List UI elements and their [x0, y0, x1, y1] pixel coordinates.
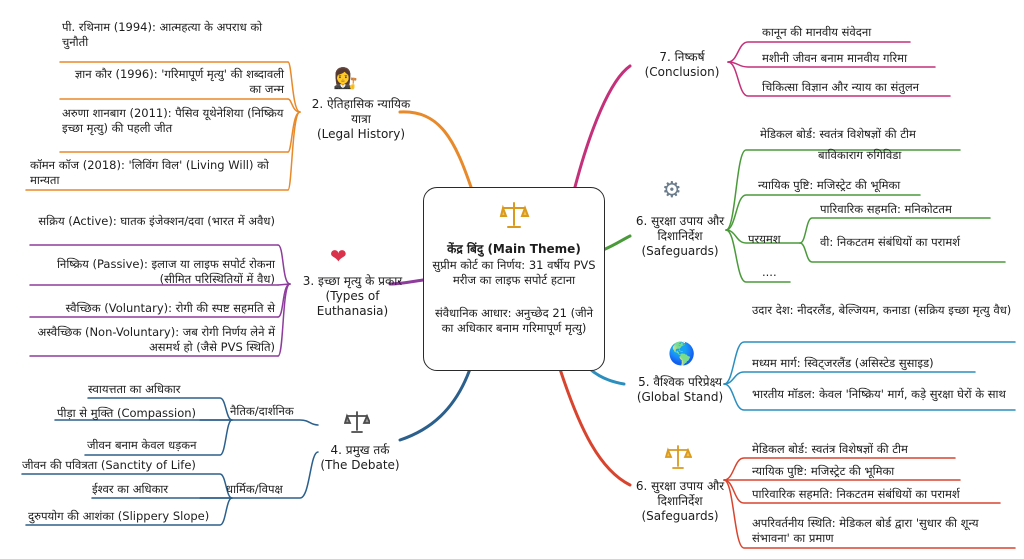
legal-history-item: अरुणा शानबाग (2011): पैसिव यूथेनेशिया (न…	[62, 106, 284, 135]
legal-history-item: पी. रथिनाम (1994): आत्महत्या के अपराध को…	[62, 20, 263, 49]
safeguards-top-title: 6. सुरक्षा उपाय और दिशानिर्देश	[635, 214, 725, 243]
conclusion-hub: 7. निष्कर्ष (Conclusion)	[632, 50, 732, 80]
safeguards-top-item: मेडिकल बोर्ड: स्वतंत्र विशेषज्ञों की टीम	[760, 127, 916, 141]
safeguards-top-subtitle: (Safeguards)	[641, 244, 719, 258]
safeguards-top-item: न्यायिक पुष्टि: मजिस्ट्रेट की भूमिका	[758, 178, 901, 192]
types-item: सक्रिय (Active): घातक इंजेक्शन/दवा (भारत…	[38, 214, 275, 228]
debate-group-label: नैतिक/दार्शनिक	[230, 404, 294, 418]
safeguards-bottom-item: मेडिकल बोर्ड: स्वतंत्र विशेषज्ञों की टीम	[752, 442, 908, 456]
global-subtitle: (Global Stand)	[636, 390, 724, 404]
judge-icon: 👩‍⚖️	[333, 66, 358, 90]
global-item: उदार देश: नीदरलैंड, बेल्जियम, कनाडा (सक्…	[752, 303, 1012, 317]
central-constitutional-text: संवैधानिक आधार: अनुच्छेद 21 (जीने का अधि…	[435, 306, 593, 335]
debate-item: जीवन की पवित्रता (Sanctity of Life)	[22, 458, 196, 472]
conclusion-item: चिकित्सा विज्ञान और न्याय का संतुलन	[762, 80, 920, 94]
legal-history-title: 2. ऐतिहासिक न्यायिक यात्रा	[311, 97, 411, 126]
types-subtitle: (Types of Euthanasia)	[316, 289, 389, 318]
safeguards-bottom-item: न्यायिक पुष्टि: मजिस्ट्रेट की भूमिका	[752, 464, 895, 478]
legal-history-subtitle: (Legal History)	[316, 127, 406, 141]
gears-icon: ⚙	[662, 178, 682, 203]
types-title: 3. इच्छा मृत्यु के प्रकार	[302, 274, 403, 288]
legal-history-item: ज्ञान कौर (1996): 'गरिमापूर्ण मृत्यु' की…	[74, 67, 284, 96]
balance-icon	[344, 411, 370, 433]
safeguards-bottom-subtitle: (Safeguards)	[641, 509, 719, 523]
scales-icon	[664, 445, 692, 469]
debate-hub: 4. प्रमुख तर्क (The Debate)	[305, 443, 415, 473]
global-item: भारतीय मॉडल: केवल 'निष्क्रिय' मार्ग, कड़…	[752, 387, 1006, 401]
heart-icon: ❤	[330, 244, 347, 268]
conclusion-title: 7. निष्कर्ष	[659, 50, 705, 64]
safeguards-top-item: बाविकाराग रुगिविडा	[818, 148, 902, 162]
safeguards-bottom-hub: 6. सुरक्षा उपाय और दिशानिर्देश (Safeguar…	[625, 479, 735, 524]
conclusion-item: कानून की मानवीय संवेदना	[762, 25, 872, 39]
safeguards-bottom-item: अपरिवर्तनीय स्थिति: मेडिकल बोर्ड द्वारा …	[752, 516, 979, 545]
debate-item: स्वायत्तता का अधिकार	[88, 382, 181, 396]
debate-group-label: धार्मिक/विपक्ष	[226, 482, 283, 496]
central-topic-box: केंद्र बिंदु (Main Theme) सुप्रीम कोर्ट …	[423, 187, 605, 371]
debate-item: दुरुपयोग की आशंका (Slippery Slope)	[28, 509, 210, 523]
central-title: केंद्र बिंदु (Main Theme)	[447, 242, 581, 256]
debate-item: पीड़ा से मुक्ति (Compassion)	[57, 406, 197, 420]
types-item: निष्क्रिय (Passive): इलाज या लाइफ सपोर्ट…	[56, 257, 275, 286]
conclusion-subtitle: (Conclusion)	[644, 65, 720, 79]
safeguards-top-item: परयमश	[748, 232, 781, 246]
safeguards-top-item: ....	[762, 265, 777, 279]
legal-history-hub: 2. ऐतिहासिक न्यायिक यात्रा (Legal Histor…	[296, 97, 426, 142]
legal-history-item: कॉमन कॉज (2018): 'लिविंग विल' (Living Wi…	[30, 158, 269, 187]
safeguards-top-item: वी: निकटतम संबंधियों का परामर्श	[820, 235, 961, 249]
global-item: मध्यम मार्ग: स्विट्जरलैंड (असिस्टेड सुसा…	[752, 356, 934, 370]
central-ruling-text: सुप्रीम कोर्ट का निर्णय: 31 वर्षीय PVS म…	[432, 258, 596, 287]
safeguards-bottom-title: 6. सुरक्षा उपाय और दिशानिर्देश	[635, 479, 725, 508]
debate-subtitle: (The Debate)	[320, 458, 400, 472]
safeguards-bottom-item: पारिवारिक सहमति: निकटतम संबंधियों का परा…	[752, 487, 960, 501]
global-title: 5. वैश्विक परिप्रेक्ष्य	[638, 375, 722, 389]
scales-icon	[499, 202, 530, 228]
types-hub: 3. इच्छा मृत्यु के प्रकार (Types of Euth…	[285, 274, 420, 319]
global-hub: 5. वैश्विक परिप्रेक्ष्य (Global Stand)	[630, 375, 730, 405]
debate-item: ईश्वर का अधिकार	[92, 482, 169, 496]
debate-title: 4. प्रमुख तर्क	[330, 443, 390, 457]
safeguards-top-item: पारिवारिक सहमति: मनिकोटतम	[820, 202, 952, 216]
types-item: स्वैच्छिक (Voluntary): रोगी की स्पष्ट सह…	[65, 301, 275, 315]
types-item: अस्वैच्छिक (Non-Voluntary): जब रोगी निर्…	[37, 325, 275, 354]
safeguards-top-hub: 6. सुरक्षा उपाय और दिशानिर्देश (Safeguar…	[630, 214, 730, 259]
globe-icon: 🌎	[668, 342, 696, 367]
conclusion-item: मशीनी जीवन बनाम मानवीय गरिमा	[762, 51, 908, 65]
debate-item: जीवन बनाम केवल धड़कन	[87, 438, 197, 452]
